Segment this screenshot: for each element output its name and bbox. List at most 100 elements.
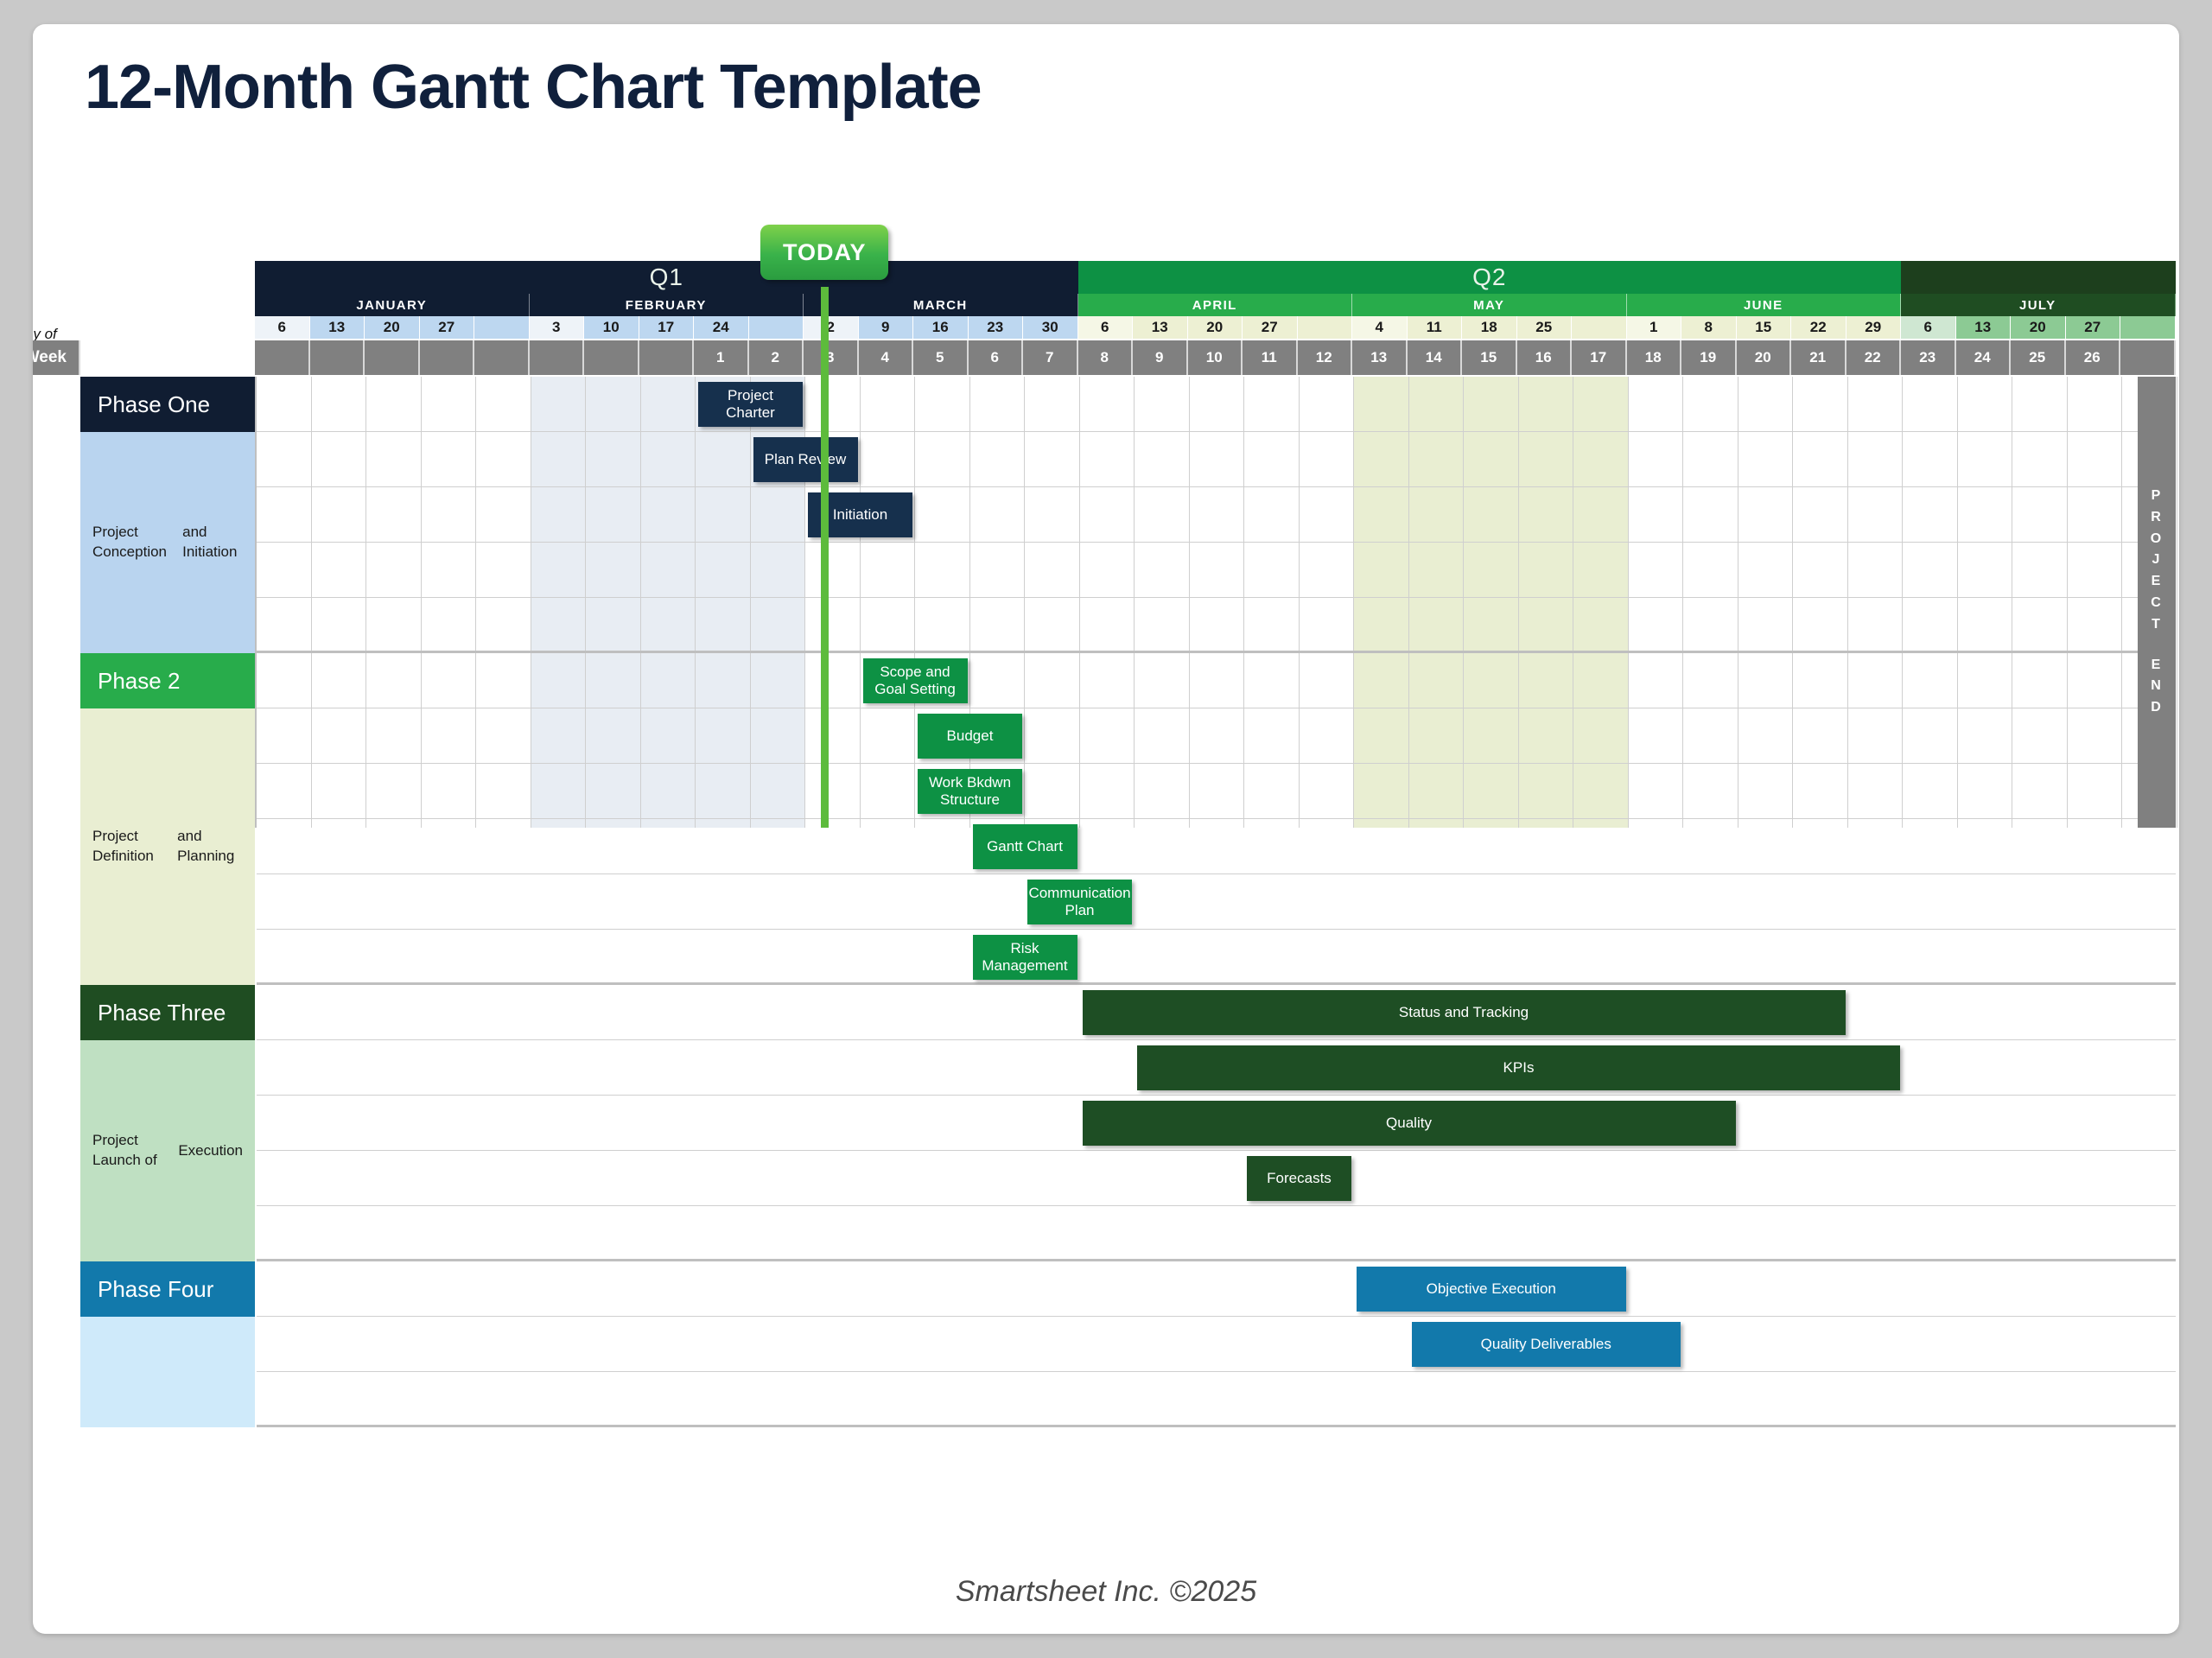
week-number-cell: 16	[1516, 340, 1572, 375]
month-header-february: FEBRUARY	[529, 294, 804, 316]
grid-column	[1848, 377, 1903, 828]
grid-column	[1025, 377, 1080, 828]
date-cell[interactable]: 6	[255, 316, 310, 339]
date-cell[interactable]: 8	[1681, 316, 1737, 339]
task-bar[interactable]: KPIs	[1137, 1045, 1900, 1090]
grid-column	[640, 377, 696, 828]
date-cell[interactable]: 11	[1407, 316, 1462, 339]
grid-column	[1190, 377, 1244, 828]
task-bar[interactable]: Quality Deliverables	[1411, 1322, 1681, 1367]
month-header-july: JULY	[1901, 294, 2176, 316]
date-cell[interactable]: 29	[1846, 316, 1901, 339]
week-number-cell	[474, 340, 530, 375]
project-end-letter: C	[2151, 595, 2162, 610]
grid-column	[2068, 377, 2122, 828]
task-bar[interactable]: Communication Plan	[1027, 880, 1132, 924]
grid-column	[531, 377, 586, 828]
date-cell[interactable]: 3	[529, 316, 584, 339]
week-number-cell: 10	[1187, 340, 1243, 375]
month-header-april: APRIL	[1077, 294, 1352, 316]
footer-copyright: Smartsheet Inc. ©2025	[955, 1575, 1257, 1608]
date-cell[interactable]: 13	[1955, 316, 2011, 339]
task-bar[interactable]: Project Charter	[698, 382, 803, 427]
date-cell[interactable]: 20	[1187, 316, 1243, 339]
week-number-cell: 8	[1077, 340, 1133, 375]
date-cell[interactable]: 30	[1023, 316, 1078, 339]
grid-column	[1683, 377, 1738, 828]
grid-column	[1354, 377, 1409, 828]
week-number-cell: 25	[2011, 340, 2066, 375]
task-bar[interactable]: Status and Tracking	[1082, 990, 1846, 1035]
grid-column	[915, 377, 970, 828]
date-cell[interactable]	[474, 316, 530, 339]
week-number-cell: 24	[1955, 340, 2011, 375]
date-cell[interactable]: 22	[1791, 316, 1847, 339]
week-number-cell: 14	[1407, 340, 1462, 375]
task-bar[interactable]: Objective Execution	[1357, 1267, 1626, 1312]
grid-column	[1518, 377, 1573, 828]
date-cell[interactable]: 27	[419, 316, 474, 339]
date-cell[interactable]	[748, 316, 804, 339]
date-cell[interactable]: 20	[2011, 316, 2066, 339]
week-number-cell: 9	[1133, 340, 1188, 375]
week-number-cell: 20	[1736, 340, 1791, 375]
page-title: 12-Month Gantt Chart Template	[85, 53, 982, 122]
phase-header-2: Phase 2	[80, 653, 255, 708]
grid-row	[257, 432, 2176, 487]
date-cell[interactable]: 13	[1133, 316, 1188, 339]
date-cell[interactable]: 10	[584, 316, 639, 339]
grid-column	[586, 377, 641, 828]
date-cell[interactable]: 25	[1516, 316, 1572, 339]
task-bar[interactable]: Budget	[918, 714, 1022, 759]
date-cell[interactable]: 1	[1626, 316, 1681, 339]
date-cell[interactable]: 13	[309, 316, 365, 339]
date-cell[interactable]: 16	[913, 316, 969, 339]
grid-column	[476, 377, 531, 828]
date-cell[interactable]	[1297, 316, 1352, 339]
grid-column	[970, 377, 1025, 828]
date-cell[interactable]: 2	[804, 316, 859, 339]
date-cell[interactable]: 23	[968, 316, 1023, 339]
date-cell[interactable]: 6	[1901, 316, 1956, 339]
week-number-cell: 15	[1462, 340, 1517, 375]
date-cell[interactable]: 18	[1462, 316, 1517, 339]
task-bar[interactable]: Scope and Goal Setting	[862, 658, 968, 703]
today-marker-label: TODAY	[760, 225, 889, 280]
week-number-cell: 5	[913, 340, 969, 375]
task-bar[interactable]: Gantt Chart	[972, 824, 1077, 869]
task-bar[interactable]: Risk Management	[972, 935, 1077, 980]
task-bar[interactable]: Plan Review	[753, 437, 858, 482]
date-cell[interactable]: 9	[858, 316, 913, 339]
task-bar[interactable]: Work Bkdwn Structure	[918, 769, 1022, 814]
week-number-cell: 26	[2065, 340, 2120, 375]
date-cell[interactable]: 24	[694, 316, 749, 339]
week-number-cell	[365, 340, 420, 375]
task-bar[interactable]: Quality	[1082, 1101, 1736, 1146]
week-number-cell	[2120, 340, 2176, 375]
month-header-january: JANUARY	[255, 294, 530, 316]
date-cell[interactable]: 6	[1077, 316, 1133, 339]
grid-row	[257, 985, 2176, 1040]
grid-column	[422, 377, 476, 828]
grid-column	[366, 377, 422, 828]
week-number-cell	[639, 340, 694, 375]
date-cell[interactable]: 4	[1352, 316, 1408, 339]
date-cell[interactable]	[2120, 316, 2176, 339]
grid-column	[861, 377, 915, 828]
date-cell[interactable]	[1572, 316, 1627, 339]
date-cell[interactable]: 20	[365, 316, 420, 339]
date-cell[interactable]: 27	[1243, 316, 1298, 339]
date-cell[interactable]: 27	[2065, 316, 2120, 339]
date-cell[interactable]: 17	[639, 316, 694, 339]
quarter-header-Q2: Q2	[1077, 261, 1901, 294]
grid-column	[1903, 377, 1958, 828]
grid-column	[2122, 377, 2177, 828]
phase-header-1: Phase One	[80, 377, 255, 432]
task-bar[interactable]: Forecasts	[1247, 1156, 1351, 1201]
week-row-label: Week	[33, 340, 80, 375]
project-end-letter: E	[2151, 574, 2162, 589]
date-cell[interactable]: 15	[1736, 316, 1791, 339]
